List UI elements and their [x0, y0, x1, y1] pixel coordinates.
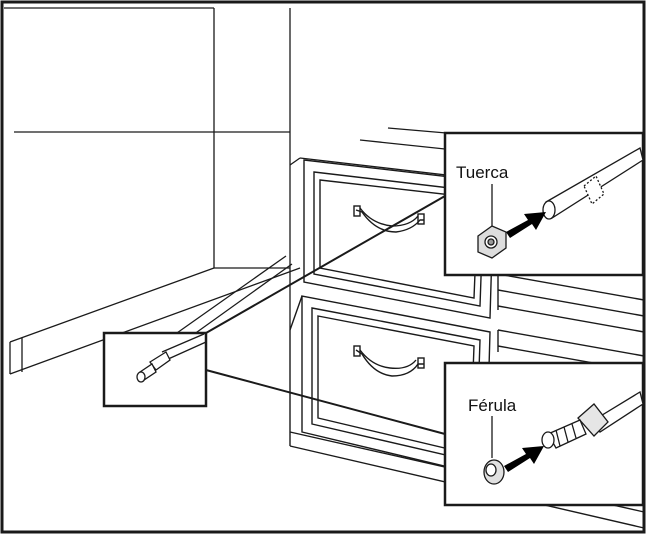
callout-ferrule-tube	[541, 390, 644, 449]
callout-nut: Tuerca	[443, 131, 645, 277]
ferrule-icon	[483, 459, 505, 485]
ferrule-label: Férula	[468, 396, 517, 415]
lower-drawer-handle	[353, 345, 425, 377]
callout-ferrule-arrow	[504, 446, 544, 472]
nut-label: Tuerca	[456, 163, 509, 182]
right-upper-drawer	[497, 273, 645, 333]
upper-drawer	[303, 159, 495, 319]
callout-leader-lines	[205, 195, 446, 435]
callout-nut-tube	[542, 147, 644, 220]
floor-baseboard	[9, 267, 301, 375]
callout-nut-arrow	[506, 212, 546, 238]
detail-box-fitting	[102, 331, 208, 408]
nut-icon	[477, 225, 507, 259]
callout-ferrule: Férula	[443, 361, 645, 507]
wall-lines	[4, 7, 291, 330]
